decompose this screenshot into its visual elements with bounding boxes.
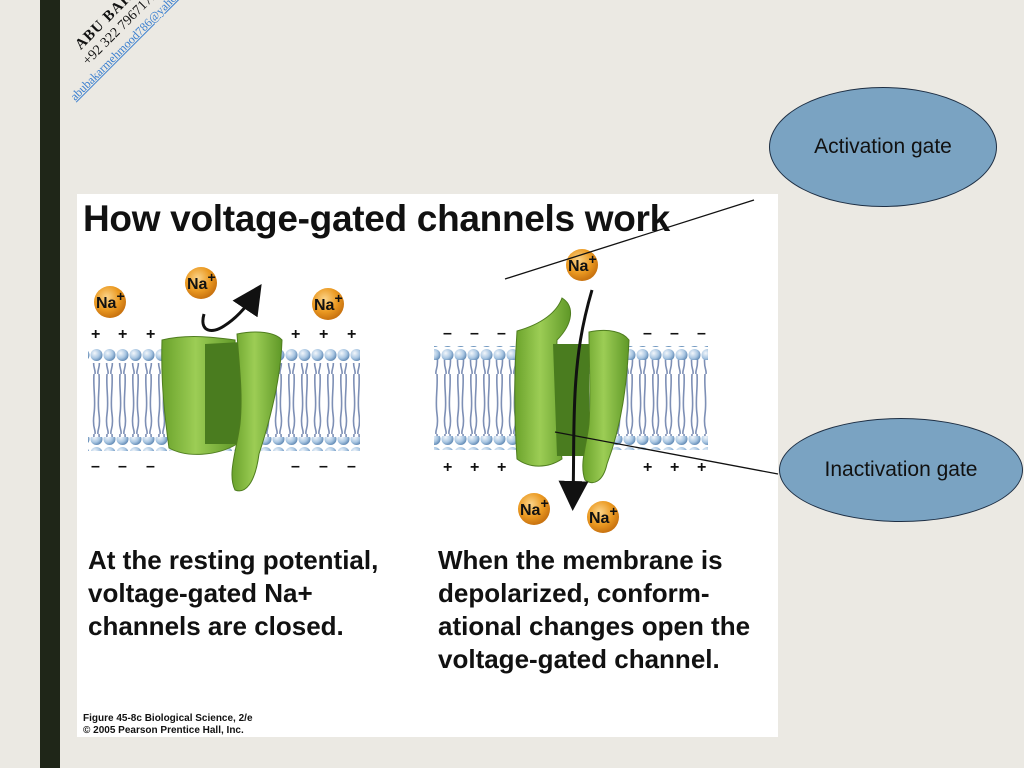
inactivation-gate-label: Inactivation gate <box>824 458 978 481</box>
svg-text:–: – <box>319 458 328 475</box>
svg-text:–: – <box>291 458 300 475</box>
svg-text:Na+: Na+ <box>314 290 343 314</box>
svg-text:+: + <box>118 326 127 343</box>
svg-text:+: + <box>91 326 100 343</box>
svg-text:+: + <box>319 326 328 343</box>
svg-text:–: – <box>470 325 479 342</box>
na-ion-2: Na+ <box>185 267 217 299</box>
credit-line-2: © 2005 Pearson Prentice Hall, Inc. <box>83 725 244 736</box>
figure-credit: Figure 45-8c Biological Science, 2/e © 2… <box>83 713 253 737</box>
activation-gate-callout: Activation gate <box>769 87 997 207</box>
svg-text:Na+: Na+ <box>96 288 125 312</box>
svg-text:+: + <box>670 459 679 476</box>
na-ion-4: Na+ <box>566 249 598 281</box>
author-watermark: ABU BAKAR +92 322 7967172 abubakarmehmoo… <box>44 0 201 104</box>
activation-gate-label: Activation gate <box>814 135 952 158</box>
svg-text:–: – <box>697 325 706 342</box>
svg-text:Na+: Na+ <box>187 269 216 293</box>
svg-text:–: – <box>347 458 356 475</box>
svg-text:+: + <box>291 326 300 343</box>
svg-text:+: + <box>470 459 479 476</box>
blocked-ion-arrow <box>201 284 262 332</box>
svg-text:+: + <box>497 459 506 476</box>
svg-text:–: – <box>670 325 679 342</box>
caption-depolarized: When the membrane is depolarized, confor… <box>438 545 751 674</box>
membrane-charges-left: + + + + + + – – – – – – <box>91 326 356 475</box>
svg-text:+: + <box>146 326 155 343</box>
channel-closed <box>161 331 283 492</box>
svg-text:–: – <box>443 325 452 342</box>
svg-text:–: – <box>643 325 652 342</box>
na-ion-3: Na+ <box>312 288 344 320</box>
channel-open <box>514 297 630 484</box>
svg-text:–: – <box>91 458 100 475</box>
svg-text:–: – <box>118 458 127 475</box>
inactivation-gate-callout: Inactivation gate <box>779 418 1023 522</box>
svg-text:Na+: Na+ <box>520 495 549 519</box>
figure-panel: How voltage-gated channels work <box>77 194 778 737</box>
svg-text:–: – <box>146 458 155 475</box>
svg-text:–: – <box>497 325 506 342</box>
caption-resting: At the resting potential, voltage-gated … <box>88 545 379 641</box>
slide-left-bar <box>40 0 60 768</box>
na-ion-1: Na+ <box>94 286 126 318</box>
na-ion-5: Na+ <box>518 493 550 525</box>
svg-text:+: + <box>643 459 652 476</box>
svg-text:Na+: Na+ <box>589 503 618 527</box>
credit-line-1: Figure 45-8c Biological Science, 2/e <box>83 713 253 724</box>
svg-text:+: + <box>347 326 356 343</box>
svg-text:+: + <box>697 459 706 476</box>
na-ion-6: Na+ <box>587 501 619 533</box>
svg-text:+: + <box>443 459 452 476</box>
